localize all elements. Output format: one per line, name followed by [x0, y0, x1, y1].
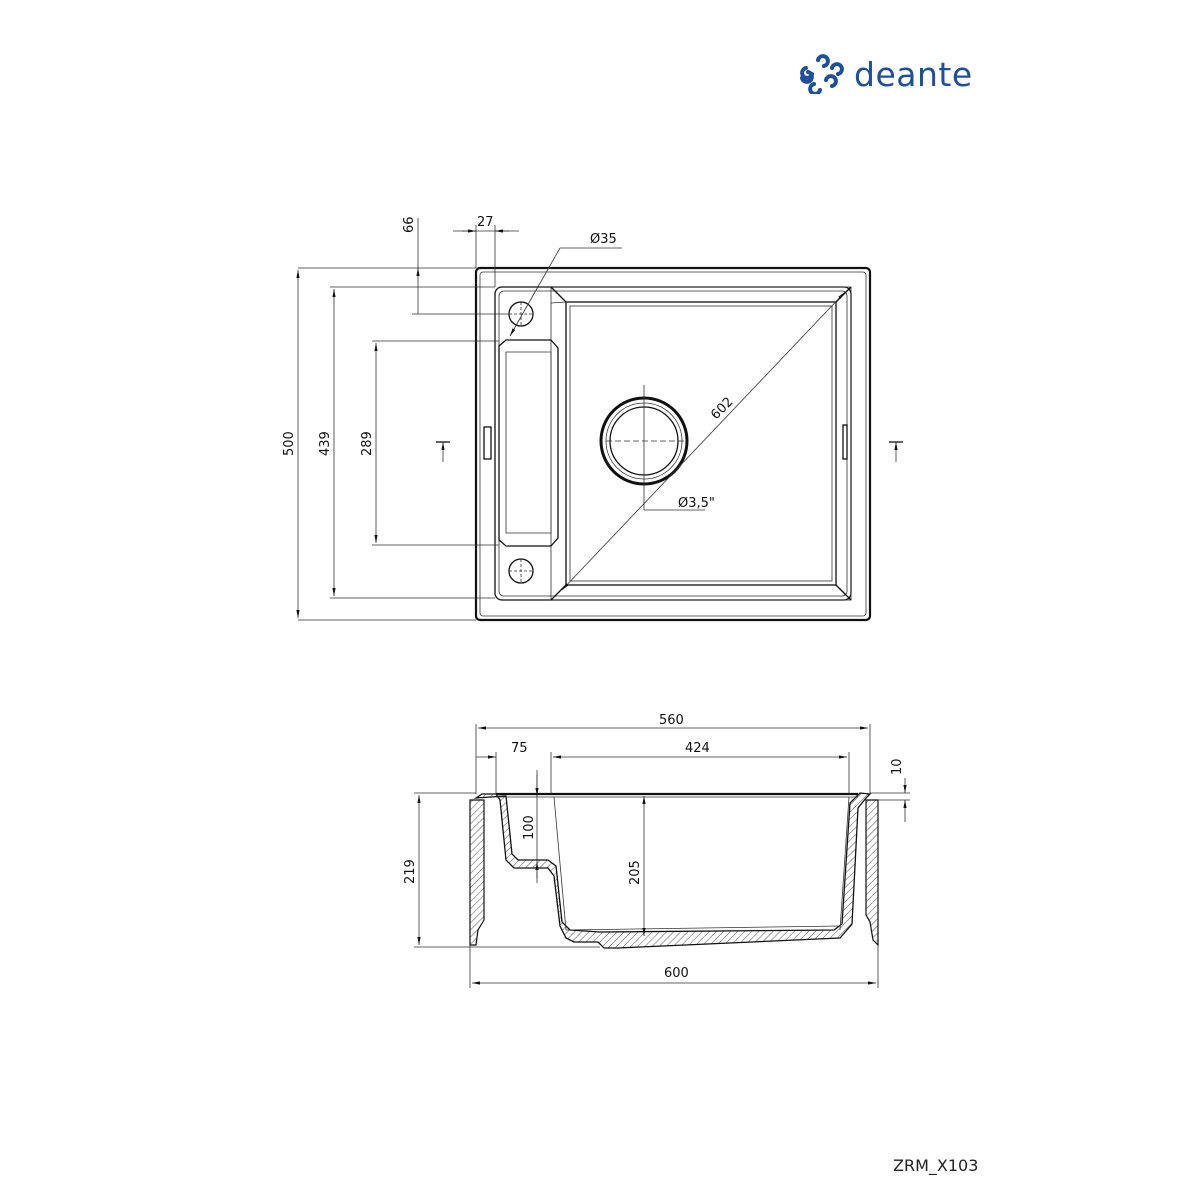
- drainer-area: [498, 339, 559, 547]
- dim-tap-hole-offset-y: 66: [402, 216, 417, 233]
- dim-rim-height: 10: [890, 758, 905, 775]
- sink-section-profile: [473, 792, 872, 949]
- worktop-right: [865, 799, 879, 947]
- dim-drain-diameter: Ø3,5": [678, 496, 715, 511]
- section-view: 560 75 424 10 219 100 205 600: [403, 713, 910, 988]
- brand-name: deante: [854, 54, 973, 94]
- deante-logo-icon: [800, 54, 844, 94]
- sink-inner-recess: [494, 286, 852, 601]
- plan-view: Ø3,5" 602 500 439 289 66 27 Ø35: [282, 215, 903, 622]
- drawing-code: ZRM_X103: [893, 1156, 979, 1175]
- overflow-left: [483, 426, 492, 460]
- dim-bowl-depth: 205: [628, 860, 643, 885]
- dim-overall-depth: 500: [282, 431, 297, 456]
- dim-drainer-length: 289: [360, 431, 375, 456]
- dim-drainer-depth: 100: [522, 815, 537, 840]
- section-marker-left: [436, 441, 450, 462]
- worktop-left: [469, 799, 485, 946]
- dim-tap-hole-offset-x: 27: [477, 215, 494, 230]
- dim-bowl-diagonal: 602: [708, 395, 736, 423]
- dim-overall-height: 219: [403, 859, 418, 884]
- dim-cutout-width: 560: [659, 713, 684, 728]
- sink-outer-rim: [474, 266, 872, 622]
- dim-bowl-width: 424: [685, 741, 710, 756]
- brand-logo: deante: [798, 54, 973, 94]
- dim-inner-depth: 439: [318, 431, 333, 456]
- dim-overall-width: 600: [664, 966, 689, 981]
- section-marker-right: [889, 441, 903, 462]
- dim-tap-hole-diameter: Ø35: [590, 232, 617, 247]
- dim-drainer-width: 75: [511, 741, 528, 756]
